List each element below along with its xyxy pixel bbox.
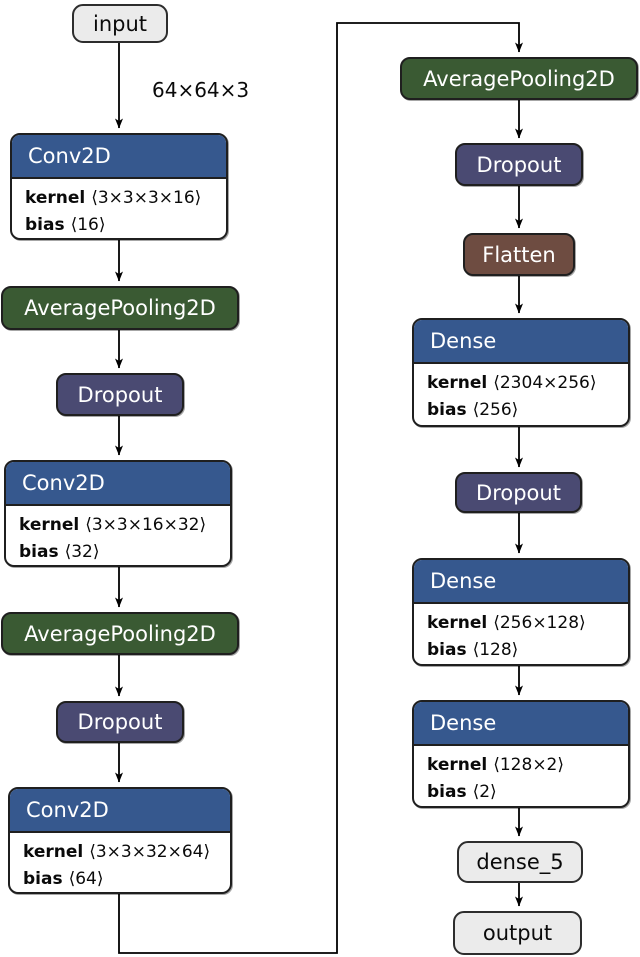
layer-params: kernel⟨3×3×16×32⟩ bias⟨32⟩ — [6, 506, 230, 565]
layer-title: Conv2D — [12, 135, 226, 179]
layer-params: kernel⟨3×3×3×16⟩ bias⟨16⟩ — [12, 179, 226, 238]
layer-title: Dense — [414, 320, 628, 364]
layer-averagepooling2d-1: AveragePooling2D — [1, 286, 239, 330]
layer-conv2d-2: Conv2D kernel⟨3×3×16×32⟩ bias⟨32⟩ — [4, 460, 232, 567]
bias-key: bias — [427, 640, 467, 660]
layer-flatten: Flatten — [463, 233, 575, 276]
bias-key: bias — [19, 542, 59, 562]
bias-shape: ⟨64⟩ — [68, 869, 104, 889]
bias-key: bias — [25, 215, 65, 235]
kernel-key: kernel — [427, 755, 488, 775]
bias-shape: ⟨128⟩ — [472, 640, 519, 660]
layer-averagepooling2d-2: AveragePooling2D — [1, 612, 239, 655]
kernel-param: kernel⟨3×3×16×32⟩ — [19, 512, 220, 539]
layer-title: Dense — [414, 702, 628, 746]
kernel-param: kernel⟨256×128⟩ — [427, 610, 618, 637]
kernel-shape: ⟨128×2⟩ — [493, 755, 565, 775]
kernel-shape: ⟨3×3×16×32⟩ — [85, 515, 207, 535]
bias-shape: ⟨2⟩ — [472, 782, 497, 802]
output-node: output — [453, 911, 582, 955]
kernel-key: kernel — [427, 373, 488, 393]
kernel-param: kernel⟨2304×256⟩ — [427, 370, 618, 397]
layer-dense-2: Dense kernel⟨256×128⟩ bias⟨128⟩ — [412, 558, 630, 666]
layer-dropout-3: Dropout — [455, 143, 583, 186]
layer-conv2d-1: Conv2D kernel⟨3×3×3×16⟩ bias⟨16⟩ — [10, 133, 228, 240]
kernel-param: kernel⟨128×2⟩ — [427, 752, 618, 779]
bias-param: bias⟨32⟩ — [19, 539, 220, 565]
layer-dropout-4: Dropout — [455, 472, 582, 513]
layer-params: kernel⟨3×3×32×64⟩ bias⟨64⟩ — [10, 833, 230, 892]
layer-conv2d-3: Conv2D kernel⟨3×3×32×64⟩ bias⟨64⟩ — [8, 787, 232, 894]
layer-dense-3: Dense kernel⟨128×2⟩ bias⟨2⟩ — [412, 700, 630, 808]
input-node: input — [72, 4, 168, 43]
kernel-key: kernel — [427, 613, 488, 633]
kernel-shape: ⟨3×3×32×64⟩ — [89, 842, 211, 862]
bias-param: bias⟨16⟩ — [25, 212, 216, 238]
bias-shape: ⟨16⟩ — [70, 215, 106, 235]
kernel-shape: ⟨256×128⟩ — [493, 613, 586, 633]
bias-param: bias⟨2⟩ — [427, 779, 618, 806]
layer-dropout-2: Dropout — [56, 701, 184, 743]
kernel-param: kernel⟨3×3×32×64⟩ — [23, 839, 220, 866]
layer-dropout-1: Dropout — [56, 373, 184, 416]
bias-key: bias — [427, 782, 467, 802]
layer-dense-1: Dense kernel⟨2304×256⟩ bias⟨256⟩ — [412, 318, 630, 427]
dense-5-node: dense_5 — [457, 841, 583, 883]
layer-title: Conv2D — [6, 462, 230, 506]
bias-shape: ⟨32⟩ — [64, 542, 100, 562]
layer-averagepooling2d-3: AveragePooling2D — [400, 57, 638, 100]
kernel-key: kernel — [19, 515, 80, 535]
bias-shape: ⟨256⟩ — [472, 400, 519, 420]
layer-params: kernel⟨256×128⟩ bias⟨128⟩ — [414, 604, 628, 664]
kernel-key: kernel — [23, 842, 84, 862]
kernel-key: kernel — [25, 188, 86, 208]
bias-param: bias⟨256⟩ — [427, 397, 618, 424]
kernel-shape: ⟨3×3×3×16⟩ — [91, 188, 202, 208]
kernel-param: kernel⟨3×3×3×16⟩ — [25, 185, 216, 212]
layer-title: Dense — [414, 560, 628, 604]
bias-key: bias — [23, 869, 63, 889]
bias-key: bias — [427, 400, 467, 420]
bias-param: bias⟨64⟩ — [23, 866, 220, 892]
bias-param: bias⟨128⟩ — [427, 637, 618, 664]
layer-params: kernel⟨2304×256⟩ bias⟨256⟩ — [414, 364, 628, 425]
layer-params: kernel⟨128×2⟩ bias⟨2⟩ — [414, 746, 628, 806]
kernel-shape: ⟨2304×256⟩ — [493, 373, 597, 393]
input-shape-edge-label: 64×64×3 — [152, 78, 250, 102]
layer-title: Conv2D — [10, 789, 230, 833]
